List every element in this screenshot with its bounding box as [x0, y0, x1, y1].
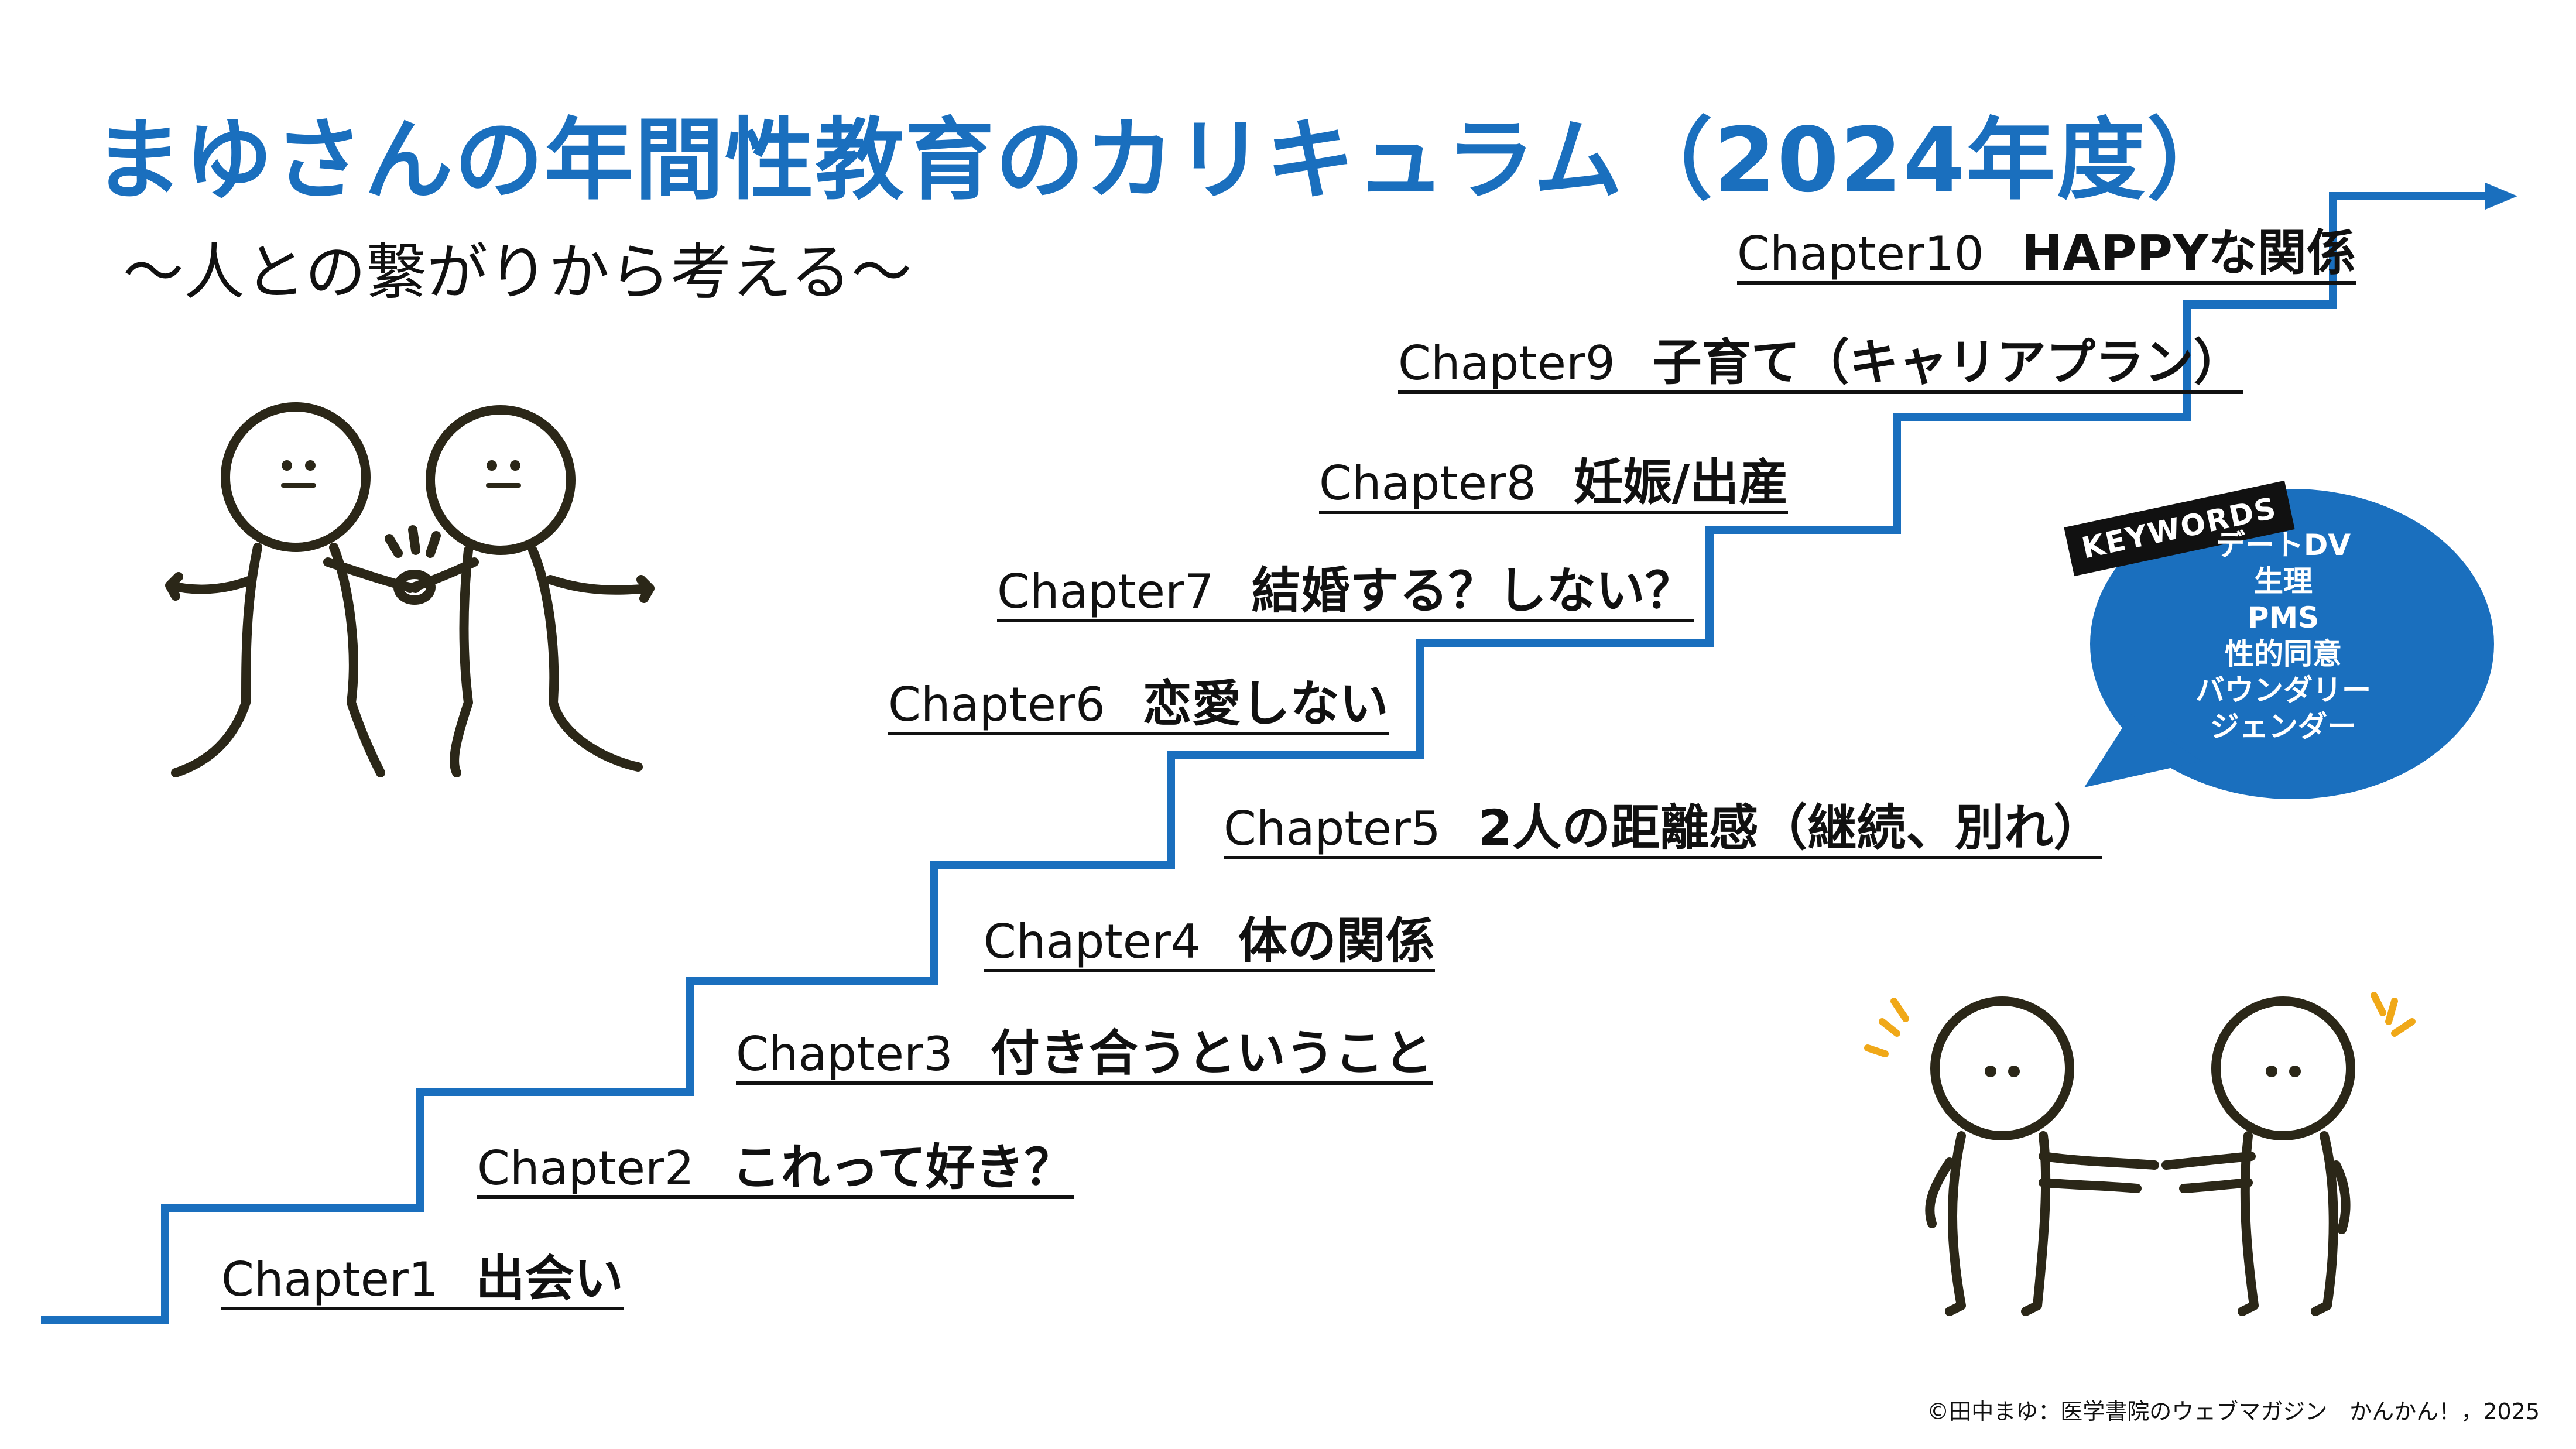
chapter-10: Chapter10 HAPPYな関係	[1737, 227, 2356, 285]
chapter-9: Chapter9 子育て（キャリアプラン）	[1398, 334, 2243, 395]
keyword-item: ジェンダー	[2210, 710, 2356, 744]
keywords-list: デートDV 生理 PMS 性的同意 バウンダリー ジェンダー	[2143, 527, 2424, 745]
chapter-label: Chapter6	[888, 677, 1105, 732]
chapter-label: Chapter10	[1737, 227, 1984, 281]
staircase-line	[41, 192, 2488, 1324]
chapter-label: Chapter2	[477, 1141, 694, 1195]
chapter-name: 付き合うということ	[990, 1025, 1433, 1082]
chapter-1: Chapter1 出会い	[221, 1250, 624, 1311]
chapter-name: 妊娠/出産	[1573, 454, 1789, 511]
chapter-name: 結婚する？しない？	[1251, 562, 1694, 619]
keyword-item: PMS	[2247, 601, 2320, 635]
chapter-label: Chapter9	[1398, 336, 1615, 390]
chapter-4: Chapter4 体の関係	[984, 912, 1435, 973]
figure-faces-right	[1985, 1066, 2301, 1077]
chapter-name: 恋愛しない	[1142, 675, 1389, 732]
chapter-name: HAPPYな関係	[2021, 224, 2356, 282]
chapter-label: Chapter5	[1224, 801, 1441, 856]
chapter-name: 子育て（キャリアプラン）	[1652, 334, 2243, 391]
keyword-item: 性的同意	[2225, 637, 2342, 671]
keyword-item: 生理	[2254, 564, 2313, 598]
chapter-7: Chapter7 結婚する？しない？	[997, 562, 1694, 623]
arrow-right-icon	[2485, 183, 2517, 210]
chapter-6: Chapter6 恋愛しない	[888, 675, 1389, 736]
chapter-8: Chapter8 妊娠/出産	[1319, 454, 1789, 515]
copyright-credit: ©田中まゆ：医学書院のウェブマガジン かんかん！，2025	[1927, 1399, 2540, 1424]
chapter-label: Chapter3	[736, 1027, 953, 1081]
two-figures-holding-hands-icon	[165, 402, 655, 777]
chapter-label: Chapter4	[984, 914, 1201, 969]
chapter-3: Chapter3 付き合うということ	[736, 1027, 1433, 1085]
figure-faces-left	[281, 460, 521, 488]
chapter-name: これって好き？	[731, 1139, 1074, 1196]
chapter-label: Chapter8	[1319, 456, 1536, 511]
keyword-item: デートDV	[2215, 528, 2351, 562]
chapter-name: 出会い	[475, 1250, 624, 1307]
keywords-speech-bubble	[2084, 489, 2494, 799]
chapter-name: 体の関係	[1238, 912, 1435, 970]
surprise-marks	[1864, 992, 2416, 1057]
chapter-name: 2人の距離感（継続、別れ）	[1478, 799, 2103, 857]
chapter-2: Chapter2 これって好き？	[477, 1139, 1074, 1200]
chapter-label: Chapter1	[221, 1252, 439, 1307]
keyword-item: バウンダリー	[2195, 673, 2371, 707]
chapter-5: Chapter5 2人の距離感（継続、別れ）	[1224, 799, 2103, 860]
two-figures-reaching-icon	[1925, 996, 2355, 1316]
page-title: まゆさんの年間性教育のカリキュラム（2024年度）	[94, 108, 2237, 212]
chapter-label: Chapter7	[997, 564, 1214, 619]
page-subtitle: ～人との繋がりから考える～	[123, 237, 912, 308]
